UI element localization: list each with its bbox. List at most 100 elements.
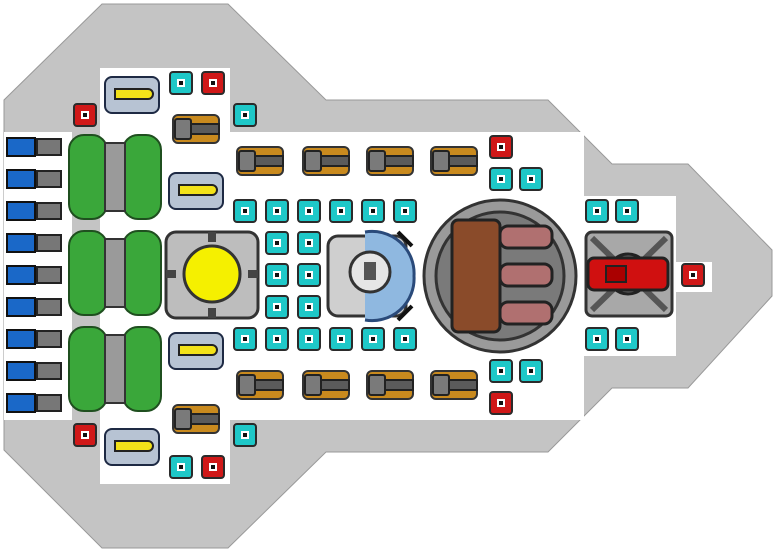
drill[interactable]: [100, 70, 164, 120]
red-block-core: [497, 399, 505, 407]
gun-turret[interactable]: [230, 360, 290, 410]
cyan-block[interactable]: [262, 292, 292, 322]
thruster-nozzle: [6, 329, 36, 349]
fuel-coupler: [104, 142, 126, 212]
cyan-block-plate: [329, 199, 353, 223]
gun-turret[interactable]: [360, 360, 420, 410]
cyan-block-plate: [519, 167, 543, 191]
drill-blade: [178, 184, 218, 196]
cyan-block[interactable]: [230, 196, 260, 226]
cyan-block[interactable]: [262, 324, 292, 354]
red-block[interactable]: [70, 420, 100, 450]
thruster[interactable]: [2, 260, 62, 290]
gun-turret[interactable]: [166, 104, 226, 154]
gun-hub: [432, 374, 450, 396]
cyan-block[interactable]: [166, 452, 196, 482]
cyan-block-core: [527, 175, 535, 183]
cyan-block-core: [305, 239, 313, 247]
cyan-block-core: [623, 335, 631, 343]
cyan-block-core: [369, 335, 377, 343]
cyan-block[interactable]: [390, 196, 420, 226]
cyan-block[interactable]: [230, 100, 260, 130]
cyan-block[interactable]: [294, 260, 324, 290]
cyan-block[interactable]: [262, 196, 292, 226]
cyan-block-plate: [233, 423, 257, 447]
drill[interactable]: [100, 422, 164, 472]
cyan-block-core: [369, 207, 377, 215]
cyan-block[interactable]: [326, 196, 356, 226]
red-block[interactable]: [198, 68, 228, 98]
gun-turret[interactable]: [296, 360, 356, 410]
red-block[interactable]: [198, 452, 228, 482]
gun-turret[interactable]: [424, 136, 484, 186]
gun-turret[interactable]: [360, 136, 420, 186]
cyan-block-plate: [233, 103, 257, 127]
red-block[interactable]: [486, 132, 516, 162]
thruster[interactable]: [2, 164, 62, 194]
nose-turret-icon[interactable]: [584, 230, 674, 318]
cyan-block-plate: [361, 199, 385, 223]
sensor-dome-icon[interactable]: [326, 229, 416, 323]
cyan-block[interactable]: [262, 260, 292, 290]
drill[interactable]: [164, 166, 228, 216]
gun-turret[interactable]: [424, 360, 484, 410]
reactor-core-icon[interactable]: [164, 230, 260, 320]
cyan-block[interactable]: [294, 292, 324, 322]
cyan-block-plate: [297, 231, 321, 255]
thruster-mount: [36, 234, 62, 252]
thruster[interactable]: [2, 388, 62, 418]
cyan-block[interactable]: [294, 228, 324, 258]
fuel-tank-cluster[interactable]: [68, 324, 162, 416]
thruster-mount: [36, 202, 62, 220]
cyan-block-plate: [265, 327, 289, 351]
cyan-block[interactable]: [612, 196, 642, 226]
cyan-block-core: [305, 271, 313, 279]
cyan-block[interactable]: [582, 324, 612, 354]
thruster-mount: [36, 330, 62, 348]
thruster-mount: [36, 298, 62, 316]
cyan-block[interactable]: [486, 164, 516, 194]
cyan-block[interactable]: [166, 68, 196, 98]
cyan-block[interactable]: [294, 196, 324, 226]
cyan-block[interactable]: [262, 228, 292, 258]
cyan-block[interactable]: [358, 196, 388, 226]
thruster[interactable]: [2, 132, 62, 162]
red-block[interactable]: [70, 100, 100, 130]
thruster[interactable]: [2, 196, 62, 226]
cyan-block[interactable]: [358, 324, 388, 354]
drill[interactable]: [164, 326, 228, 376]
cyan-block-core: [241, 431, 249, 439]
red-block[interactable]: [678, 260, 708, 290]
cyan-block[interactable]: [486, 356, 516, 386]
cyan-block-plate: [297, 295, 321, 319]
cyan-block-plate: [265, 231, 289, 255]
thruster-nozzle: [6, 265, 36, 285]
cyan-block-core: [273, 239, 281, 247]
cyan-block[interactable]: [230, 324, 260, 354]
cyan-block-core: [177, 463, 185, 471]
cyan-block[interactable]: [516, 356, 546, 386]
cyan-block[interactable]: [516, 164, 546, 194]
cargo-hatch-icon[interactable]: [422, 198, 578, 354]
cyan-block[interactable]: [294, 324, 324, 354]
cyan-block[interactable]: [612, 324, 642, 354]
cyan-block[interactable]: [390, 324, 420, 354]
thruster[interactable]: [2, 228, 62, 258]
gun-turret[interactable]: [166, 394, 226, 444]
red-block-plate: [201, 71, 225, 95]
thruster[interactable]: [2, 292, 62, 322]
cyan-block[interactable]: [582, 196, 612, 226]
cyan-block[interactable]: [326, 324, 356, 354]
gun-turret[interactable]: [296, 136, 356, 186]
cyan-block[interactable]: [230, 420, 260, 450]
fuel-tank-cluster[interactable]: [68, 228, 162, 320]
thruster[interactable]: [2, 356, 62, 386]
thruster[interactable]: [2, 324, 62, 354]
fuel-tank-cluster[interactable]: [68, 132, 162, 224]
gun-turret[interactable]: [230, 136, 290, 186]
fuel-cylinder: [68, 326, 108, 412]
red-block[interactable]: [486, 388, 516, 418]
thruster-mount: [36, 170, 62, 188]
